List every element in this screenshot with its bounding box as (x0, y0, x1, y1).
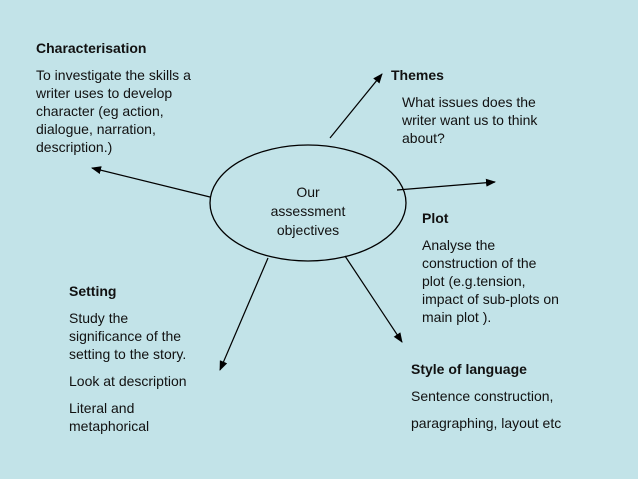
characterisation-line: dialogue, narration, (36, 121, 156, 137)
setting-line: Study the (69, 310, 129, 326)
themes-body: What issues does the writer want us to t… (391, 93, 591, 147)
plot-line: impact of sub-plots on (422, 291, 559, 307)
characterisation-line: description.) (36, 139, 113, 155)
center-line: Our (296, 184, 320, 200)
themes-block: Themes What issues does the writer want … (391, 66, 591, 147)
arrow-to-setting (219, 257, 269, 371)
setting-heading: Setting (69, 283, 117, 299)
style-heading: Style of language (411, 361, 527, 377)
arrow-to-style (344, 255, 403, 343)
plot-block: Plot Analyse the construction of the plo… (422, 209, 612, 326)
center-line: objectives (276, 222, 340, 238)
setting-paragraph: Study the significance of the setting to… (69, 309, 229, 363)
characterisation-line: To investigate the skills a (36, 67, 191, 83)
plot-line: main plot ). (422, 309, 492, 325)
arrow-to-characterisation (91, 166, 211, 198)
style-line: paragraphing, layout etc (411, 415, 562, 431)
themes-heading: Themes (391, 67, 444, 83)
arrow-to-plot (396, 178, 496, 191)
setting-paragraph: Look at description (69, 372, 229, 390)
style-block: Style of language Sentence construction,… (411, 360, 611, 432)
setting-block: Setting Study the significance of the se… (69, 282, 229, 435)
characterisation-block: Characterisation To investigate the skil… (36, 39, 236, 156)
setting-line: Look at description (69, 373, 187, 389)
setting-line: setting to the story. (69, 346, 187, 362)
setting-line: significance of the (69, 328, 182, 344)
setting-line: Literal and (69, 400, 135, 416)
themes-line: What issues does the (402, 94, 536, 110)
characterisation-line: writer uses to develop (36, 85, 173, 101)
themes-line: writer want us to think (402, 112, 538, 128)
setting-paragraph: Literal and metaphorical (69, 399, 229, 435)
style-line: Sentence construction, (411, 388, 554, 404)
characterisation-line: character (eg action, (36, 103, 164, 119)
plot-line: plot (e.g.tension, (422, 273, 526, 289)
plot-line: Analyse the (422, 237, 496, 253)
setting-line: metaphorical (69, 418, 150, 434)
arrow-to-themes (329, 73, 383, 139)
center-label: Our assessment objectives (248, 183, 368, 240)
themes-line: about? (402, 130, 445, 146)
center-line: assessment (270, 203, 346, 219)
plot-heading: Plot (422, 210, 449, 226)
plot-line: construction of the (422, 255, 537, 271)
center-ellipse (209, 144, 407, 262)
characterisation-heading: Characterisation (36, 40, 147, 56)
